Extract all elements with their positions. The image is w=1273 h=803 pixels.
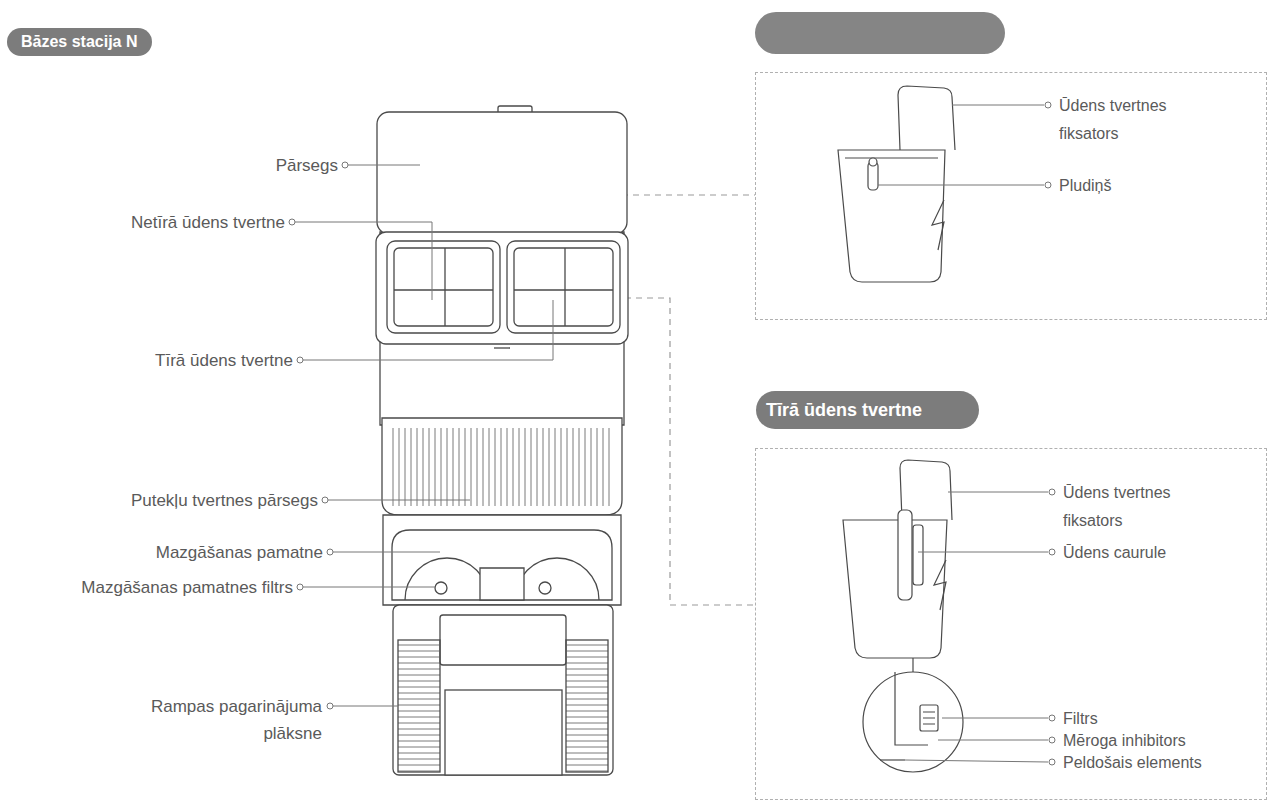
part-label: Pludiņš xyxy=(1059,172,1239,200)
leader-dot xyxy=(289,219,295,225)
leader-dot xyxy=(1049,737,1055,743)
leader-dot xyxy=(297,584,303,590)
part-label: Mēroga inhibitors xyxy=(1063,730,1258,752)
base-station xyxy=(445,690,562,775)
leader-line xyxy=(938,740,1048,741)
empty-header-pill xyxy=(755,12,1005,54)
leader-line xyxy=(952,105,1044,106)
leader-line xyxy=(328,500,470,501)
leader-line xyxy=(948,492,1048,493)
leader-dot xyxy=(327,703,333,709)
leader-dot xyxy=(1045,182,1051,188)
leader-line xyxy=(295,105,1048,762)
base-station xyxy=(376,232,628,344)
leader-dot xyxy=(1049,759,1055,765)
part-label: Pārsegs xyxy=(276,152,338,179)
base-station xyxy=(405,558,489,600)
base-station xyxy=(394,248,493,326)
empty-header-pill xyxy=(755,12,1005,54)
part-label: Netīrā ūdens tvertne xyxy=(131,209,285,236)
base-station xyxy=(566,640,608,772)
leader-line xyxy=(295,222,432,300)
part-label: Peldošais elements xyxy=(1063,752,1258,774)
section-pill: Bāzes stacija N xyxy=(7,28,152,56)
leader-dot xyxy=(1049,549,1055,555)
leader-dot xyxy=(289,102,1055,765)
leader-line xyxy=(942,718,1048,719)
clean-water-tank xyxy=(934,560,946,610)
part-label: Ūdens caurule xyxy=(1063,539,1258,567)
base-station xyxy=(398,640,440,772)
leader-dot xyxy=(1049,489,1055,495)
leader-line xyxy=(303,300,553,360)
dirty-water-tank xyxy=(869,158,877,166)
leader-dot xyxy=(297,357,303,363)
leader-dot xyxy=(1045,102,1051,108)
part-label: Filtrs xyxy=(1063,708,1258,730)
leader-dot xyxy=(342,162,348,168)
part-label: Ūdens tvertnes fiksators xyxy=(1059,92,1209,148)
detail-panel: Tīrā ūdens tvertneŪdens tvertnes fiksato… xyxy=(755,448,1267,800)
base-station xyxy=(507,241,620,333)
clean-water-tank xyxy=(920,705,938,731)
base-station xyxy=(392,530,612,600)
base-station xyxy=(514,248,613,326)
part-label: Mazgāšanas pamatne xyxy=(156,539,323,566)
dirty-water-tank xyxy=(838,86,955,282)
base-station xyxy=(494,347,510,348)
leader-dot xyxy=(327,549,333,555)
base-station xyxy=(480,568,524,600)
dirty-water-tank xyxy=(838,150,945,282)
clean-water-tank xyxy=(913,525,923,585)
leader-line xyxy=(303,587,435,588)
part-label: Ūdens tvertnes fiksators xyxy=(1063,479,1213,535)
dirty-water-tank xyxy=(898,86,955,150)
clean-water-tank xyxy=(880,759,905,760)
section-heading: Tīrā ūdens tvertne xyxy=(756,391,979,429)
leader-line xyxy=(333,552,440,553)
base-station xyxy=(539,582,551,594)
base-station xyxy=(377,112,627,234)
part-label: Rampas pagarinājuma plāksne xyxy=(132,693,322,747)
leader-line xyxy=(878,185,1044,186)
clean-water-tank xyxy=(912,658,913,672)
base-station xyxy=(514,248,613,326)
base-station xyxy=(435,582,447,594)
clean-water-tank xyxy=(863,672,963,772)
dirty-water-tank xyxy=(845,157,938,158)
section-heading: Bāzes stacija N xyxy=(21,28,138,56)
leader-line xyxy=(905,760,1048,762)
clean-water-tank xyxy=(843,520,947,658)
base-station xyxy=(392,428,612,506)
leader-dot xyxy=(322,497,328,503)
dirty-water-tank xyxy=(932,200,944,250)
base-station xyxy=(376,106,628,775)
detail-panel: Ūdens tvertnes fiksatorsPludiņš xyxy=(755,72,1267,320)
base-station xyxy=(440,615,566,665)
base-station xyxy=(387,241,500,333)
leader-line xyxy=(333,706,398,707)
clean-water-tank xyxy=(843,460,963,772)
clean-water-tank xyxy=(923,712,935,724)
part-label: Mazgāšanas pamatnes filtrs xyxy=(81,574,293,601)
base-station xyxy=(394,248,493,326)
leader-dot xyxy=(1049,715,1055,721)
leader-line xyxy=(918,552,1048,553)
part-label: Putekļu tvertnes pārsegs xyxy=(131,487,318,514)
clean-water-tank xyxy=(898,510,912,600)
leader-line xyxy=(348,165,420,166)
part-label: Tīrā ūdens tvertne xyxy=(155,347,293,374)
base-station xyxy=(383,515,621,605)
base-station xyxy=(393,605,613,775)
base-station xyxy=(515,558,599,600)
